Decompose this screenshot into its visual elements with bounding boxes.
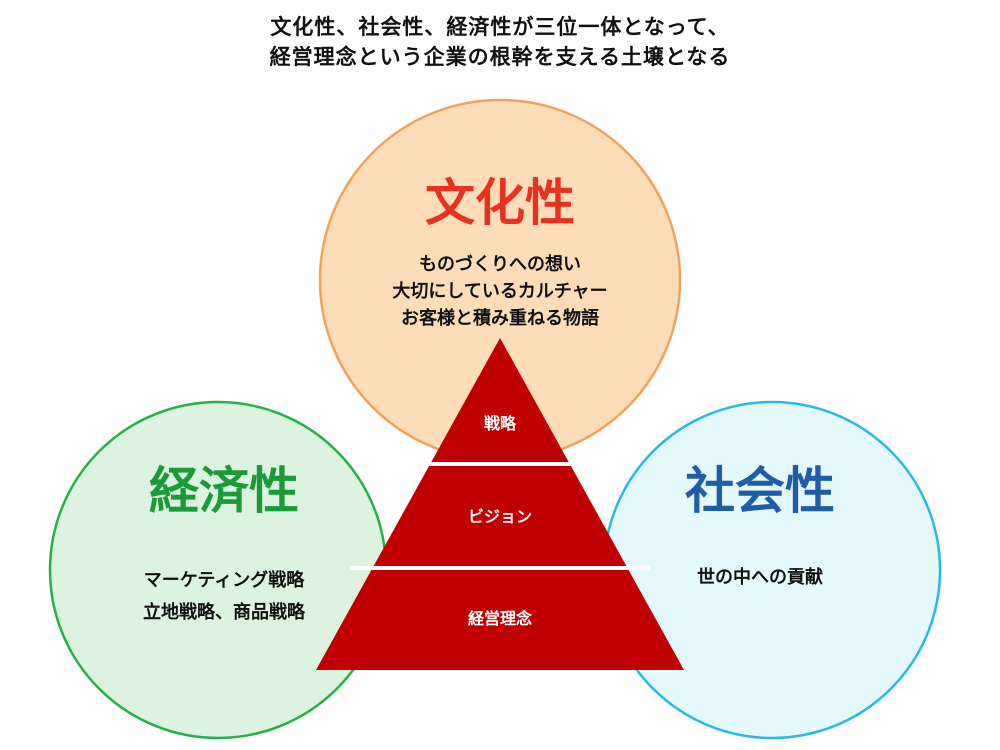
- header-line-1: 文化性、社会性、経済性が三位一体となって、: [270, 15, 730, 39]
- society-title: 社会性: [685, 462, 835, 520]
- pyramid-tier-philosophy: 経営理念: [468, 609, 533, 628]
- economy-line-1: マーケティング戦略: [144, 569, 306, 591]
- pyramid: 戦略 ビジョン 経営理念: [316, 338, 684, 670]
- culture-line-1: ものづくりへの想い: [419, 253, 581, 275]
- pyramid-tier-strategy: 戦略: [484, 414, 517, 433]
- economy-title: 経済性: [149, 462, 299, 520]
- pyramid-triangle: [316, 338, 684, 670]
- pyramid-tier-vision: ビジョン: [468, 507, 532, 526]
- culture-title: 文化性: [425, 174, 575, 232]
- header-caption: 文化性、社会性、経済性が三位一体となって、 経営理念という企業の根幹を支える土壌…: [0, 12, 1000, 72]
- culture-line-3: お客様と積み重ねる物語: [401, 307, 599, 329]
- economy-line-2: 立地戦略、商品戦略: [143, 601, 306, 623]
- culture-line-2: 大切にしているカルチャー: [392, 280, 607, 302]
- header-line-2: 経営理念という企業の根幹を支える土壌となる: [269, 45, 731, 69]
- society-line-1: 世の中への貢献: [697, 566, 823, 588]
